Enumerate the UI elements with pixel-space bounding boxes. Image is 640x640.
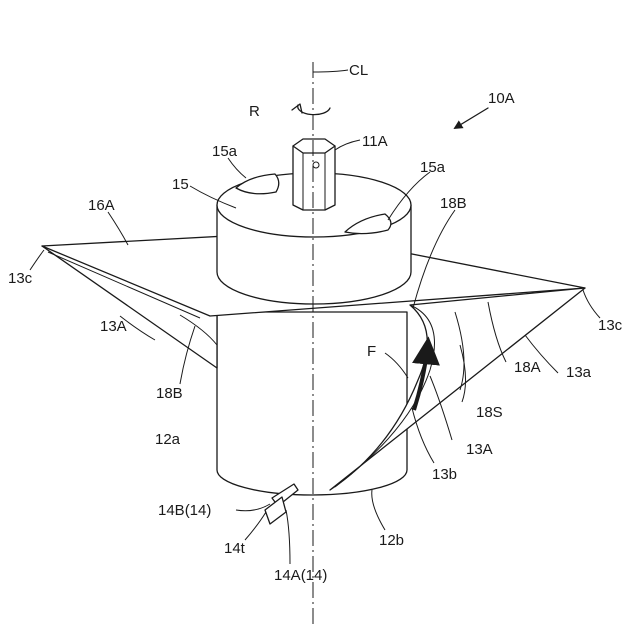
label-13c-right: 13c xyxy=(598,317,623,334)
label-14a: 14A(14) xyxy=(274,567,327,584)
cylinder-body-12a xyxy=(217,312,407,495)
label-18b-left: 18B xyxy=(156,385,183,402)
label-cl: CL xyxy=(349,62,368,79)
label-18s: 18S xyxy=(476,404,503,421)
label-15a-left: 15a xyxy=(212,143,238,160)
label-13a-lower: 13a xyxy=(566,364,592,381)
label-13b: 13b xyxy=(432,466,457,483)
label-r: R xyxy=(249,103,260,120)
label-12b: 12b xyxy=(379,532,404,549)
label-18a: 18A xyxy=(514,359,541,376)
label-16a: 16A xyxy=(88,197,115,214)
label-10a: 10A xyxy=(488,90,515,107)
label-11a: 11A xyxy=(362,133,388,150)
label-13a-left: 13A xyxy=(100,318,127,335)
rotation-arrow-R xyxy=(292,104,330,115)
label-13c-left: 13c xyxy=(8,270,33,287)
label-f: F xyxy=(367,343,376,360)
shaft-11A xyxy=(293,139,335,210)
label-15: 15 xyxy=(172,176,189,193)
label-12a: 12a xyxy=(155,431,181,448)
label-13a-right: 13A xyxy=(466,441,493,458)
label-14b: 14B(14) xyxy=(158,502,211,519)
view-arrow-10A xyxy=(455,108,488,128)
label-18b-top: 18B xyxy=(440,195,467,212)
label-14t: 14t xyxy=(224,540,246,557)
label-15a-right: 15a xyxy=(420,159,446,176)
